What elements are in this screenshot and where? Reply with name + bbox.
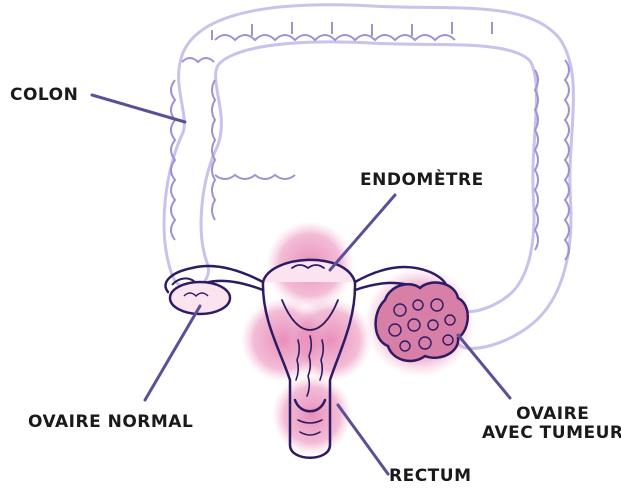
label-colon: COLON: [10, 86, 78, 105]
label-rectum: RECTUM: [389, 467, 472, 486]
label-ovaire-tumeur-line1: OVAIRE: [482, 405, 621, 424]
leader-endometre: [330, 195, 395, 270]
highlight-uterus-right: [288, 298, 372, 382]
label-ovaire-tumeur: OVAIRE AVEC TUMEUR: [482, 405, 621, 443]
leader-rectum: [338, 405, 388, 474]
leader-ovaire-normal: [145, 306, 200, 400]
highlight-rectum: [272, 375, 352, 455]
ovary-tumor: [376, 283, 468, 361]
label-ovaire-tumeur-line2: AVEC TUMEUR: [482, 424, 621, 443]
label-ovaire-normal: OVAIRE NORMAL: [28, 413, 193, 432]
label-endometre: ENDOMÈTRE: [360, 171, 484, 190]
